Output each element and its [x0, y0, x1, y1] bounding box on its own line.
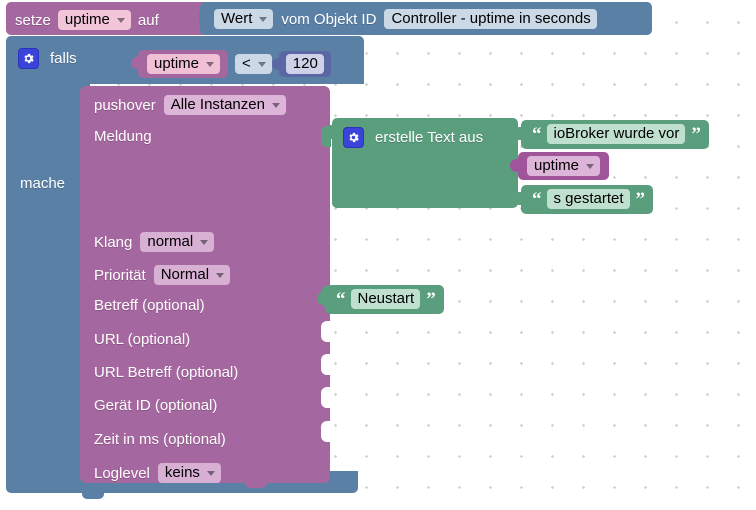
set-to-label: auf [137, 11, 159, 29]
field-label: Priorität [94, 266, 146, 284]
quote-close-icon: ” [426, 288, 435, 310]
field-label: Meldung [94, 128, 152, 145]
block-get-object-value[interactable]: Wert vom Objekt ID Controller - uptime i… [199, 2, 652, 35]
block-number[interactable]: 120 [271, 51, 331, 77]
quote-open-icon: “ [336, 288, 345, 310]
block-text-string[interactable]: “ ioBroker wurde vor ” [513, 120, 709, 149]
pushover-field-klang: Klang normal [94, 232, 215, 252]
text-string-field[interactable]: Neustart [350, 289, 421, 309]
input-connector-geraet-id[interactable] [321, 387, 331, 408]
quote-close-icon: ” [635, 188, 645, 210]
block-text-string-subject[interactable]: “ Neustart ” [317, 285, 444, 314]
field-label: Loglevel [94, 464, 150, 482]
pushover-field-meldung: Meldung [94, 129, 152, 144]
variable-name: uptime [154, 55, 200, 72]
value-attribute-text: Wert [221, 10, 253, 27]
field-label: URL Betreff (optional) [94, 364, 239, 381]
quote-close-icon: ” [691, 123, 700, 145]
input-connector-zeit[interactable] [321, 421, 331, 442]
gear-icon[interactable] [343, 127, 364, 148]
pushover-title: pushover [94, 96, 156, 114]
chevron-down-icon [200, 239, 209, 245]
if-keyword-label: falls [50, 50, 77, 67]
text-string-field[interactable]: s gestartet [546, 189, 630, 209]
pushover-instance-value: Alle Instanzen [170, 96, 265, 113]
chevron-down-icon [116, 17, 125, 23]
comparison-operator: < [242, 55, 251, 72]
block-notch-bottom [245, 482, 267, 488]
chevron-down-icon [259, 16, 268, 22]
object-id-label: vom Objekt ID [281, 10, 377, 28]
text-join-label: erstelle Text aus [375, 129, 484, 146]
if-block-body-column: mache [6, 84, 90, 483]
block-notch-top [21, 2, 43, 7]
pushover-field-url-betreff: URL Betreff (optional) [94, 365, 238, 380]
block-notch-top [92, 86, 114, 91]
pushover-field-zeit: Zeit in ms (optional) [94, 432, 226, 447]
text-string-field[interactable]: ioBroker wurde vor [546, 124, 686, 144]
gear-icon[interactable] [18, 48, 39, 69]
pushover-priority-value: Normal [160, 266, 210, 283]
chevron-down-icon [586, 163, 595, 169]
quote-open-icon: “ [532, 123, 541, 145]
block-comparison[interactable]: uptime < 120 [128, 43, 359, 78]
pushover-loglevel-value: keins [164, 464, 200, 481]
block-variable-get[interactable]: uptime [509, 152, 610, 180]
pushover-loglevel-dropdown[interactable]: keins [157, 463, 221, 483]
object-id-field[interactable]: Controller - uptime in seconds [384, 9, 597, 29]
number-value[interactable]: 120 [285, 54, 324, 74]
chevron-down-icon [257, 61, 266, 67]
comparison-left-variable[interactable]: uptime [130, 50, 229, 78]
field-label: Zeit in ms (optional) [94, 431, 226, 448]
set-variable-name: uptime [64, 11, 110, 28]
pushover-field-prioritaet: Priorität Normal [94, 265, 231, 285]
pushover-sound-value: normal [147, 233, 194, 250]
pushover-field-url: URL (optional) [94, 332, 190, 347]
pushover-field-betreff: Betreff (optional) [94, 298, 205, 313]
input-connector-url-betreff[interactable] [321, 354, 331, 375]
pushover-sound-dropdown[interactable]: normal [140, 232, 215, 252]
pushover-header-row: pushover Alle Instanzen [94, 95, 286, 115]
pushover-field-loglevel: Loglevel keins [94, 463, 221, 483]
block-text-join[interactable]: erstelle Text aus [324, 118, 518, 208]
variable-dropdown[interactable]: uptime [527, 156, 601, 176]
quote-open-icon: “ [532, 188, 541, 210]
pushover-instance-dropdown[interactable]: Alle Instanzen [163, 95, 286, 115]
value-plug [324, 125, 333, 139]
if-do-label: mache [20, 175, 66, 192]
block-notch-top [21, 36, 43, 41]
comparison-operator-dropdown[interactable]: < [235, 54, 272, 74]
set-keyword-label: setze [15, 11, 51, 29]
value-plug [199, 11, 207, 26]
input-connector-url[interactable] [321, 321, 331, 342]
field-label: URL (optional) [94, 331, 191, 348]
pushover-priority-dropdown[interactable]: Normal [153, 265, 231, 285]
field-label: Gerät ID (optional) [94, 397, 218, 414]
block-notch-bottom [82, 492, 104, 499]
block-text-string[interactable]: “ s gestartet ” [512, 185, 654, 214]
field-label: Klang [94, 233, 133, 251]
set-variable-dropdown[interactable]: uptime [57, 10, 131, 30]
variable-dropdown[interactable]: uptime [147, 54, 221, 74]
variable-name: uptime [534, 157, 580, 174]
chevron-down-icon [206, 61, 215, 67]
chevron-down-icon [271, 102, 280, 108]
value-attribute-dropdown[interactable]: Wert [214, 9, 274, 29]
field-label: Betreff (optional) [94, 297, 205, 314]
pushover-field-geraet-id: Gerät ID (optional) [94, 398, 217, 413]
block-pushover[interactable]: pushover Alle Instanzen Meldung Klang no… [80, 86, 331, 488]
chevron-down-icon [206, 470, 215, 476]
chevron-down-icon [216, 272, 225, 278]
